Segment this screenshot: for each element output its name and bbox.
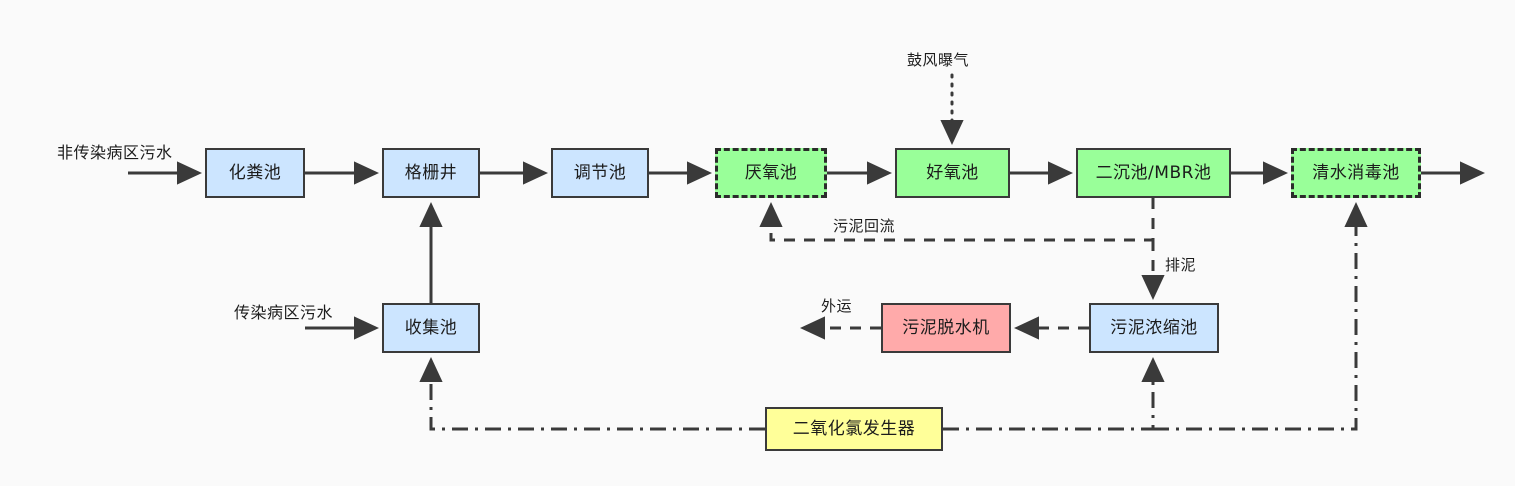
edge-chlorine-to-nongsuochi [943,357,1165,431]
node-haoyangchi[interactable]: 好氧池 [895,148,1010,198]
edge-chlorine-to-shoujichi [419,357,765,431]
node-erchenchi[interactable]: 二沉池/MBR池 [1076,148,1231,198]
node-gezhajing[interactable]: 格栅井 [382,148,480,198]
edge-erchenchi-to-yanyangchi-return [759,198,1155,242]
node-huafenchi[interactable]: 化粪池 [205,148,305,198]
node-tuoshuiji[interactable]: 污泥脱水机 [881,303,1011,353]
node-chlorine-dioxide-generator[interactable]: 二氧化氯发生器 [765,407,943,451]
label-aeration: 鼓风曝气 [907,51,970,69]
node-nongsuochi[interactable]: 污泥浓缩池 [1089,303,1219,353]
label-sludge-discharge: 排泥 [1165,256,1197,274]
node-tiaojiechi[interactable]: 调节池 [551,148,649,198]
node-yanyangchi[interactable]: 厌氧池 [715,148,827,198]
node-shoujichi[interactable]: 收集池 [382,303,480,353]
label-inlet-infectious: 传染病区污水 [234,303,334,322]
label-sludge-return: 污泥回流 [833,217,896,235]
label-inlet-noninfectious: 非传染病区污水 [57,143,173,162]
node-qingshuichi[interactable]: 清水消毒池 [1291,148,1421,198]
label-haul-away: 外运 [821,297,853,315]
